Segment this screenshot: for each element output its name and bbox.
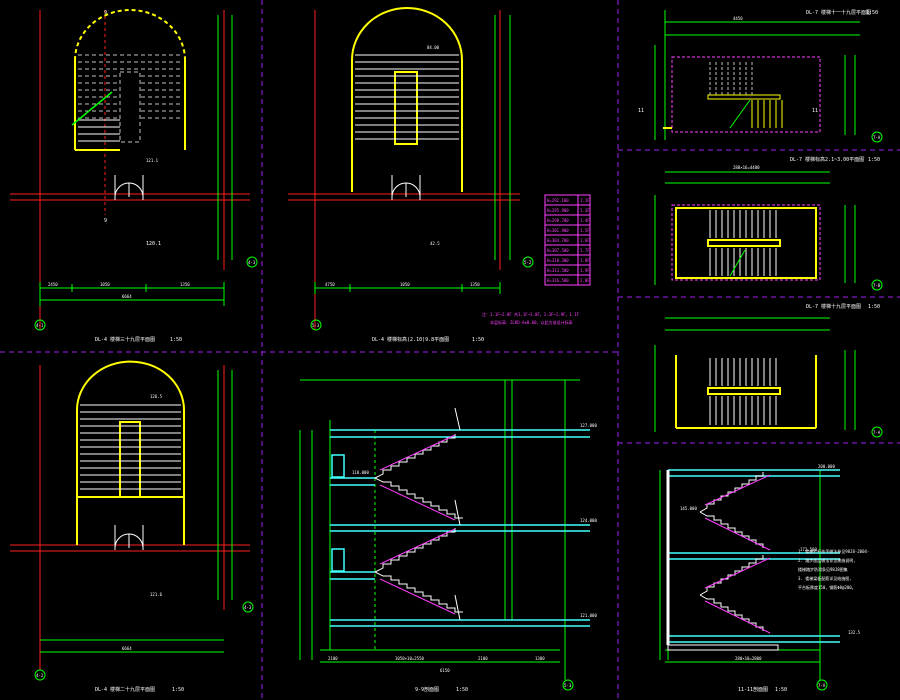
plan1-cut-top: 9 — [104, 10, 107, 16]
small1-cut-left: 11 — [638, 108, 644, 114]
plan2-dim-1: 4750 — [325, 282, 335, 287]
small-plan-2: 280×16=4480 7-B DL-7 楼梯标高2.1~3.00平面图 1:5… — [654, 156, 883, 291]
plan3-title: DL-4 楼梯二十九层平面图 — [95, 686, 155, 693]
note-2: 2. 踏步面层做法详见建施说明， — [798, 557, 857, 563]
elev-row-4-h: H=301.900 — [547, 228, 569, 233]
elev-row-9-h: H=316.500 — [547, 278, 569, 283]
elev-row-8-f: 1.9F — [580, 268, 590, 273]
small3-title: DL-7 楼梯十九层平面图 — [806, 303, 861, 310]
elev-row-7-h: H=310.300 — [547, 258, 569, 263]
plan1-grid-left: 4-1 — [36, 323, 44, 328]
elev-row-5-h: H=304.700 — [547, 238, 569, 243]
section11-title: 11-11剖面图 — [738, 686, 768, 693]
plan2-grid-left: 5-3 — [312, 323, 320, 328]
elev-row-5-f: 1.6F — [580, 238, 590, 243]
elev-row-4-f: 1.5F — [580, 228, 590, 233]
section-dim-2: 1050×10=2550 — [395, 656, 424, 661]
section11-level-top: 200.000 — [818, 464, 835, 469]
small1-dim: 4450 — [733, 16, 743, 21]
note-5: 平台板厚度150，钢筋Φ8@200。 — [798, 584, 856, 590]
note-4: 3. 楼梯梁板配筋详见结施图， — [798, 575, 853, 581]
small1-scale: 1:50 — [866, 10, 878, 16]
section-dim-4: 1300 — [535, 656, 545, 661]
plan1-grid-right: 4-3 — [248, 260, 256, 265]
plan3-dim-total: 6664 — [122, 646, 132, 651]
plan3-grid-right: 4-3 — [244, 605, 252, 610]
stair-plan-3: 6664 126.5 121.6 4-2 4-3 DL-4 楼梯二十九层平面图 … — [10, 360, 254, 693]
small1-cut-right: 11 — [812, 108, 818, 114]
elev-row-1-f: 1.1F — [580, 198, 590, 203]
small1-title: DL-7 楼梯十一十九层平面图 — [806, 9, 871, 16]
section11-scale: 1:50 — [775, 687, 787, 693]
section11-grid: 7-A — [818, 683, 826, 688]
plan2-grid-right: 5-2 — [524, 260, 532, 265]
elev-row-2-f: 1.3F — [580, 208, 590, 213]
section-scale: 1:50 — [456, 687, 468, 693]
elev-row-6-h: H=307.500 — [547, 248, 569, 253]
small3-scale: 1:50 — [868, 304, 880, 310]
small3-grid: 7-A — [873, 430, 881, 435]
plan1-title: DL-4 楼梯三十九层平面图 — [95, 336, 155, 343]
plan2-scale: 1:50 — [472, 337, 484, 343]
elev-row-3-h: H=298.700 — [547, 218, 569, 223]
plan1-dim-1: 2450 — [48, 282, 58, 287]
stair-section-9: 127.000 124.000 121.000 118.000 2100 105… — [299, 379, 597, 693]
section-level-top: 127.000 — [580, 423, 597, 428]
stair-plan-1: 2450 1050 1350 6664 120.1 121.1 9 9 4-1 … — [10, 9, 258, 343]
plan1-dim-2: 1050 — [100, 282, 110, 287]
section-dim-total: 6150 — [440, 668, 450, 673]
section-grid-right: 5-3 — [564, 683, 572, 688]
small2-scale: 1:50 — [868, 157, 880, 163]
section-dim-3: 2100 — [478, 656, 488, 661]
section-title: 9-9剖面图 — [415, 686, 439, 693]
plan2-title: DL-4 楼梯标高(2.10)9.8平面图 — [372, 336, 449, 343]
note-3: 楼梯踏步防滑条见98J8图集 — [798, 566, 848, 572]
section11-notes: 1. 楼梯栏杆扶手做法参见98J8-2004- 2. 踏步面层做法详见建施说明，… — [798, 548, 869, 590]
section11-level-low: 145.000 — [680, 506, 697, 511]
plan3-grid-left: 4-2 — [36, 673, 44, 678]
plan1-landing-level: 121.1 — [146, 158, 159, 163]
section-dim-1: 2100 — [328, 656, 338, 661]
section11-level-mid: 172.500 — [800, 547, 817, 552]
small2-title: DL-7 楼梯标高2.1~3.00平面图 — [790, 156, 864, 163]
plan2-level-low: 42.5 — [430, 241, 440, 246]
elev-row-6-f: 1.7F — [580, 248, 590, 253]
plan2-dim-3: 1350 — [470, 282, 480, 287]
note-1: 1. 楼梯栏杆扶手做法参见98J8-2004- — [798, 548, 869, 554]
plan3-level: 121.6 — [150, 592, 163, 597]
elev-row-3-f: 1.4F — [580, 218, 590, 223]
plan1-level: 120.1 — [146, 241, 161, 247]
stair-plan-2: 4750 1050 1350 84.00 42.5 5-3 5-2 DL-4 楼… — [288, 7, 591, 343]
section-level-mid1: 124.000 — [580, 518, 597, 523]
section11-dim: 280×10=2800 — [735, 656, 762, 661]
elev-note-1: 注：1.1F~2.0F 共1.1F~2.0F，1.3F~1.9F，1.1F — [482, 311, 580, 317]
small2-grid: 7-B — [873, 283, 881, 288]
small1-grid: 7-A — [873, 135, 881, 140]
elev-row-2-h: H=295.900 — [547, 208, 569, 213]
small-plan-3: 7-A DL-7 楼梯十九层平面图 1:50 — [654, 303, 883, 438]
elev-row-7-f: 1.8F — [580, 258, 590, 263]
elev-note-2: 本层标高：ZLDD-A±0.00，以此为准设计标高 — [490, 319, 573, 325]
plan1-cut-bottom: 9 — [104, 218, 107, 224]
plan1-dim-total: 6664 — [122, 294, 132, 299]
elevation-table: H=292.100 1.1F H=295.900 1.3F H=298.700 … — [482, 194, 591, 325]
plan1-dim-3: 1350 — [180, 282, 190, 287]
small-plan-1: 4450 11 11 7-A DL-7 楼梯十一十九层平面图 1:50 — [638, 9, 883, 143]
plan1-scale: 1:50 — [170, 337, 182, 343]
elev-row-1-h: H=292.100 — [547, 198, 569, 203]
section-level-mid2: 121.000 — [580, 613, 597, 618]
plan3-scale: 1:50 — [172, 687, 184, 693]
section-level-low: 118.000 — [352, 470, 369, 475]
small2-dim: 280×16=4480 — [733, 165, 760, 170]
elev-row-8-h: H=313.500 — [547, 268, 569, 273]
plan2-dim-2: 1050 — [400, 282, 410, 287]
section11-level-base: 132.5 — [848, 630, 861, 635]
plan3-landing-level: 126.5 — [150, 394, 163, 399]
elev-row-9-f: 2.0F — [580, 278, 590, 283]
stair-section-11: 200.000 172.500 145.000 132.5 280×10=280… — [659, 464, 869, 693]
plan2-level: 84.00 — [427, 45, 440, 50]
